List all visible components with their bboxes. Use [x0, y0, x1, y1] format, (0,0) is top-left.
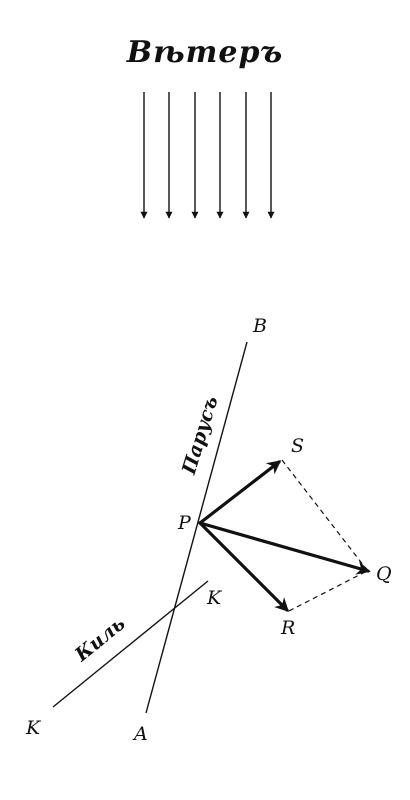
point-label-q: Q [376, 563, 392, 585]
dashed-line-rq [288, 570, 368, 612]
point-label-k-left: K [25, 717, 42, 739]
point-label-p: P [177, 512, 192, 534]
keel-word: Киль [70, 613, 129, 667]
wind-arrows [140, 92, 275, 219]
point-label-k-right: K [206, 587, 223, 609]
sail-line [145, 341, 248, 714]
point-label-s: S [291, 435, 304, 457]
wind-title: Вѣтеръ [126, 35, 283, 70]
sail-word: Парусъ [178, 393, 223, 477]
point-label-a: A [132, 723, 148, 745]
force-arrow-pr [198, 521, 289, 612]
keel-line [52, 580, 209, 708]
point-label-r: R [280, 617, 295, 639]
dashed-line-sq [281, 459, 368, 571]
force-arrow-pq [198, 521, 371, 575]
point-label-b: B [252, 315, 267, 337]
force-arrow-ps [198, 460, 282, 525]
